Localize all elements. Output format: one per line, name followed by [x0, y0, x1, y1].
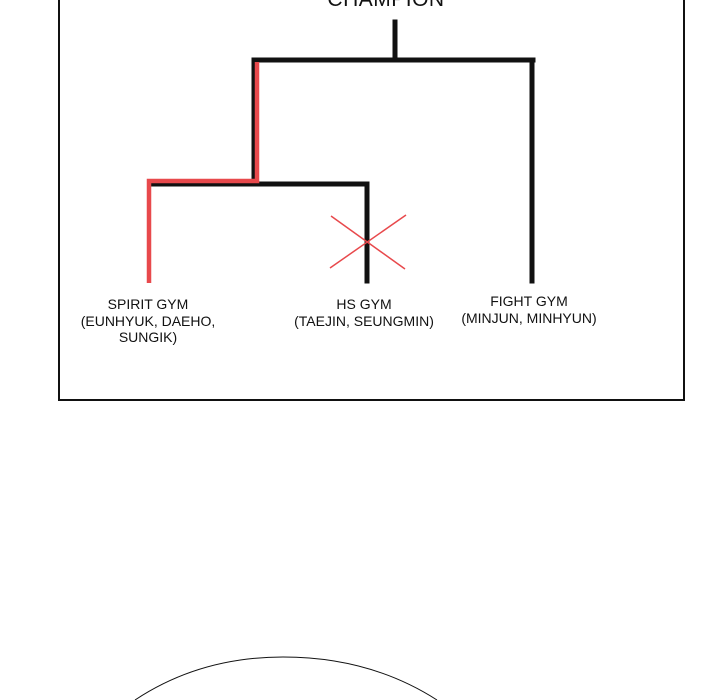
- panel-border: [58, 0, 685, 401]
- team-name: HS GYM: [336, 296, 392, 312]
- team-name: SPIRIT GYM: [107, 296, 189, 312]
- team-spirit-gym: SPIRIT GYM (EUNHYUK, DAEHO, SUNGIK): [81, 296, 216, 346]
- speech-bubble: [134, 656, 438, 700]
- team-name: FIGHT GYM: [490, 293, 568, 309]
- team-fight-gym: FIGHT GYM (MINJUN, MINHYUN): [461, 293, 596, 326]
- team-members: (EUNHYUK, DAEHO,: [80, 312, 216, 329]
- spirit-gym-winning-path: [146, 62, 260, 283]
- team-members: SUNGIK): [118, 329, 178, 345]
- champion-label: CHAMPION: [327, 0, 444, 12]
- team-hs-gym: HS GYM (TAEJIN, SEUNGMIN): [294, 296, 434, 329]
- eliminated-cross-icon: [329, 214, 407, 270]
- team-members: (TAEJIN, SEUNGMIN): [294, 312, 434, 329]
- team-members: (MINJUN, MINHYUN): [461, 309, 597, 326]
